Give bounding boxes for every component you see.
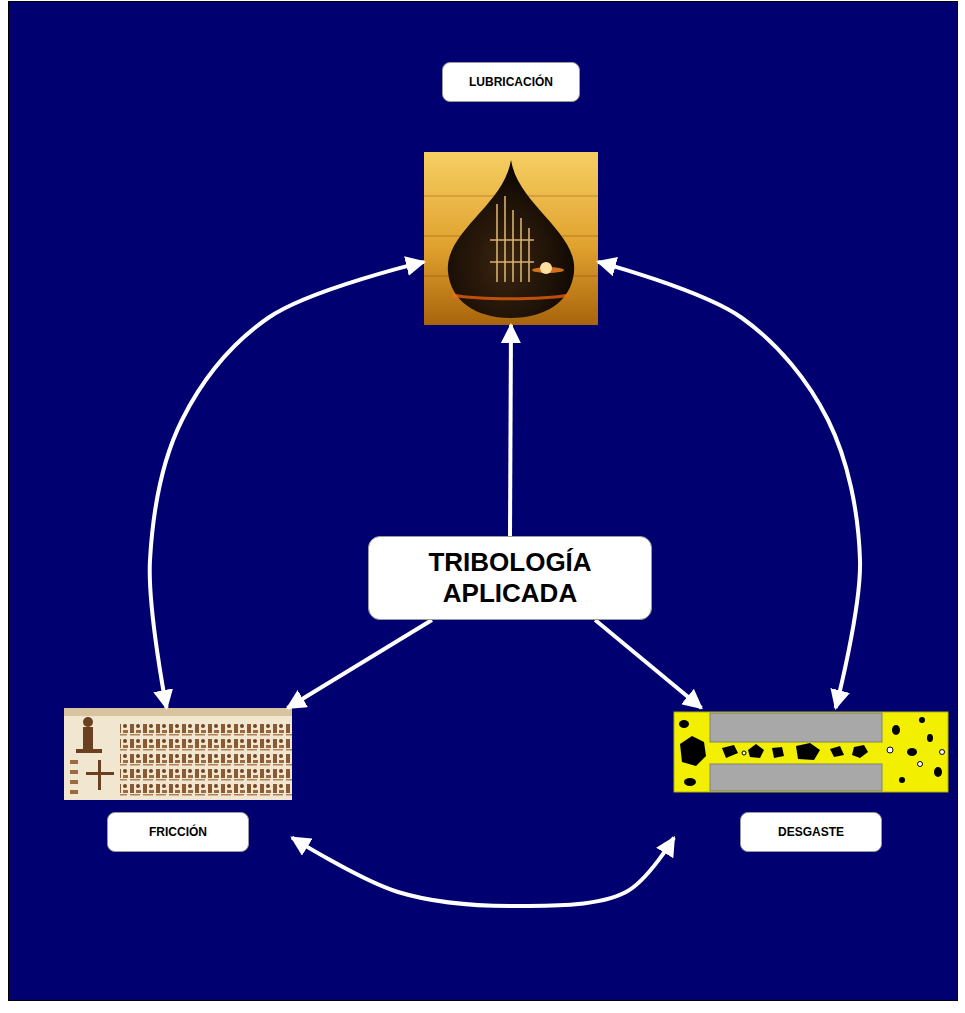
tower-beam: [490, 239, 534, 241]
particle: [918, 762, 923, 767]
hieroglyph-picture: [64, 708, 292, 800]
glyph: [70, 790, 78, 794]
particle: [907, 748, 917, 756]
tower: [504, 196, 506, 282]
page-ground: [9, 2, 958, 1001]
particle: [796, 743, 820, 760]
wear-picture: [674, 712, 948, 792]
tower: [528, 228, 530, 282]
friction-node: FRICCIÓN: [64, 708, 292, 852]
particle: [899, 777, 905, 783]
horizon-glow: [452, 295, 570, 299]
light-particles: [742, 747, 945, 767]
relation-arrow: [150, 262, 424, 708]
sun: [540, 262, 552, 274]
particle: [830, 746, 844, 757]
particle: [934, 767, 942, 777]
particle: [748, 744, 764, 758]
particle: [772, 747, 784, 758]
label-box: LUBRICACIÓN: [442, 62, 580, 102]
lower-surface: [710, 764, 882, 791]
particle: [684, 778, 696, 786]
relation-arrow: [287, 620, 431, 708]
topic-text: TRIBOLOGÍA APLICADA: [385, 547, 635, 609]
glyph-rows: [120, 722, 292, 798]
label-box: DESGASTE: [740, 812, 882, 852]
particle: [892, 725, 900, 735]
lubrication-node: LUBRICACIÓN: [424, 62, 598, 325]
glyph-column: [70, 760, 78, 794]
particle: [927, 734, 933, 742]
particle: [679, 720, 689, 728]
central-topic-box: TRIBOLOGÍA APLICADA: [368, 536, 652, 620]
sunset-sky: [424, 152, 598, 325]
particle: [919, 717, 925, 723]
particle: [742, 751, 746, 755]
wear-node: DESGASTE: [674, 708, 948, 852]
particle: [722, 745, 738, 758]
particle: [940, 750, 945, 755]
tower: [520, 218, 522, 282]
relation-arrow: [510, 325, 511, 536]
tower: [496, 204, 498, 282]
figure-head: [83, 717, 93, 727]
oil-drop-picture: [424, 152, 598, 325]
figure-body: [83, 727, 93, 749]
tower-beam: [490, 261, 534, 263]
upper-surface: [710, 713, 882, 742]
relation-arrow: [292, 838, 674, 906]
particle: [852, 745, 868, 758]
particle: [887, 747, 893, 753]
glyph: [70, 760, 78, 764]
oil-drop: [448, 160, 574, 318]
tower: [512, 210, 514, 282]
glyph: [70, 780, 78, 784]
relation-arrow: [595, 620, 701, 708]
relation-arrow: [598, 262, 860, 708]
lubricant-field: [674, 712, 948, 792]
seated-figure: [76, 717, 114, 790]
wear-particles: [679, 717, 942, 786]
papyrus: [64, 708, 292, 800]
papyrus-band: [64, 708, 292, 716]
particle: [680, 736, 706, 766]
refinery-towers: [490, 196, 534, 282]
glyph: [70, 770, 78, 774]
figure-seat: [76, 749, 102, 753]
sledge-bar: [86, 772, 114, 775]
label-box: FRICCIÓN: [107, 812, 249, 852]
